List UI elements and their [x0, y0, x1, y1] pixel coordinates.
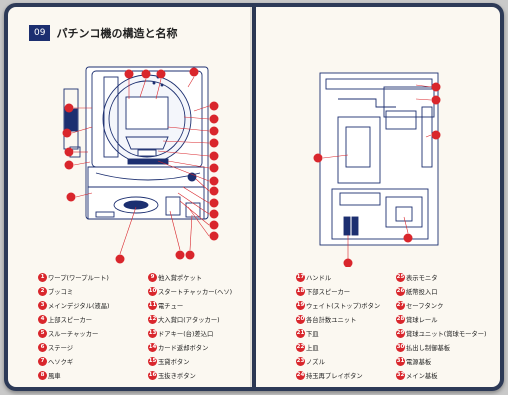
section-number: 09 — [29, 25, 51, 41]
section-header: 09 パチンコ機の構造と名称 — [29, 25, 177, 41]
pachinko-back-diagram — [313, 72, 441, 267]
book-gutter — [250, 7, 258, 387]
left-page: 09 パチンコ機の構造と名称 — [8, 7, 252, 387]
pachinko-front-diagram — [62, 66, 219, 264]
notebook: 09 パチンコ機の構造と名称 — [4, 3, 504, 391]
page-title: パチンコ機の構造と名称 — [56, 27, 178, 40]
